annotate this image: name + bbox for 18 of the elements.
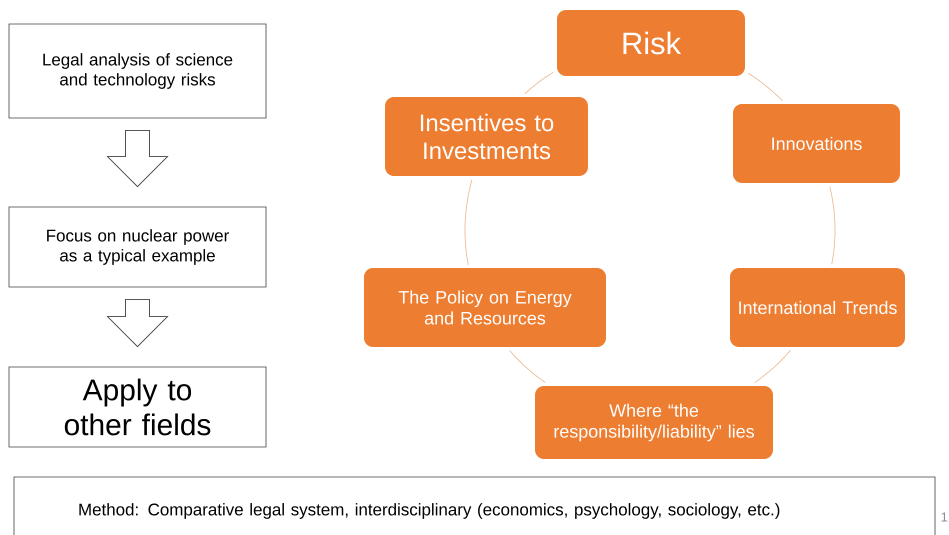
connector-line — [524, 72, 554, 94]
process-box: Insentives to Investments — [385, 97, 588, 176]
connector-line — [464, 179, 472, 266]
process-box: Innovations — [733, 104, 900, 183]
process-box: Where “the responsibility/liability” lies — [535, 386, 773, 459]
block-arrow — [106, 298, 169, 348]
connector-line — [509, 350, 546, 383]
process-box: International Trends — [730, 268, 905, 347]
text-box: Focus on nuclear power as a typical example — [8, 206, 266, 288]
text-box: Method: Comparative legal system, interdisciplinary (economics, psychology, sociology, etc.) — [14, 476, 936, 535]
block-arrow — [106, 130, 169, 188]
text-box: Apply to other fields — [8, 366, 266, 448]
process-box: The Policy on Energy and Resources — [364, 268, 606, 347]
connector-line — [754, 350, 792, 383]
process-box: Risk — [557, 10, 745, 76]
connector-line — [748, 72, 783, 102]
connector-line — [829, 186, 836, 265]
text-box: Legal analysis of science and technology risks — [8, 24, 266, 118]
